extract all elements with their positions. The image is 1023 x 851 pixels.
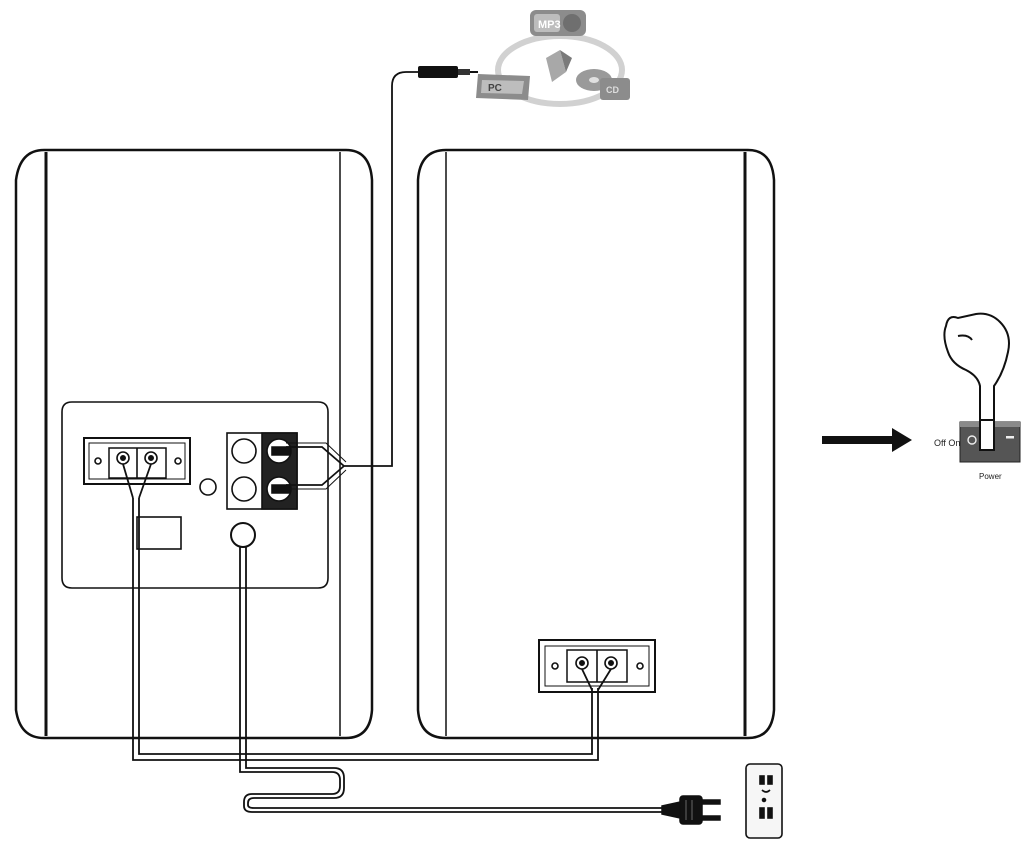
rear-panel-outline [61, 401, 329, 589]
rear-panel [61, 401, 329, 589]
svg-text:MP3: MP3 [538, 19, 561, 31]
speaker-output-terminal [83, 437, 191, 485]
switch-caption: Power [979, 472, 1002, 481]
speaker-icon [546, 50, 572, 82]
cd-disc-icon: CD [576, 69, 630, 100]
right-speaker-cabinet [416, 148, 776, 740]
label-plate [136, 516, 182, 550]
rca-jack-top-left [231, 438, 257, 464]
mp3-player-icon: MP3 [530, 10, 586, 36]
rca-input-block [226, 432, 298, 510]
speaker-wire-left [122, 463, 152, 499]
svg-text:PC: PC [488, 83, 502, 94]
switch-state-label: Off On [934, 438, 960, 448]
speaker-wire [132, 498, 599, 761]
audio-jack-plug [418, 66, 478, 78]
laptop-icon: PC [476, 74, 530, 100]
power-socket [230, 522, 256, 548]
power-switch-callout: O I Off On Power [934, 312, 1021, 481]
passive-speaker-terminal [538, 639, 656, 693]
left-speaker-cabinet [14, 148, 374, 740]
svg-text:CD: CD [606, 85, 619, 95]
right-arrow-icon [822, 428, 912, 452]
rca-jack-bottom-left [231, 476, 257, 502]
wiring [122, 71, 680, 813]
rca-cable [286, 71, 418, 486]
audio-source-bubble: MP3 PC CD [476, 10, 630, 107]
right-speaker [416, 148, 776, 740]
wall-outlet-icon [745, 763, 783, 839]
left-speaker [14, 148, 374, 740]
volume-knob [199, 478, 217, 496]
power-cord [239, 547, 680, 813]
rocker-switch-icon: O I [959, 419, 1021, 463]
power-plug-icon [661, 795, 721, 825]
